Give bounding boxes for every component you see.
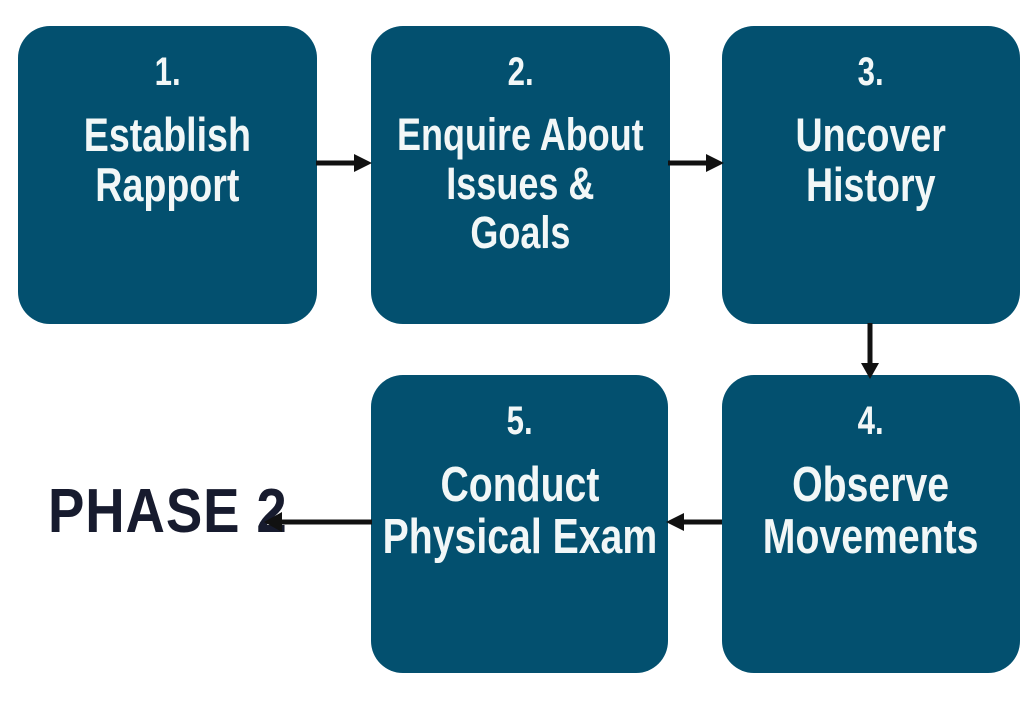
step-number-4: 4. xyxy=(857,399,885,443)
step-title-4: Observe Movements xyxy=(763,458,979,564)
arrow-step-2-to-step-3 xyxy=(666,150,726,176)
step-box-4[interactable]: 4. Observe Movements xyxy=(722,375,1020,673)
step-title-1: Establish Rapport xyxy=(83,108,252,211)
arrow-step-1-to-step-2 xyxy=(314,150,374,176)
step-box-3[interactable]: 3. Uncover History xyxy=(722,26,1020,324)
step-title-2: Enquire About Issues & Goals xyxy=(397,109,644,258)
step-box-5[interactable]: 5. Conduct Physical Exam xyxy=(371,375,668,673)
step-number-1: 1. xyxy=(154,50,181,94)
step-number-2: 2. xyxy=(507,50,534,94)
step-box-2[interactable]: 2. Enquire About Issues & Goals xyxy=(371,26,670,324)
step-number-3: 3. xyxy=(857,50,885,94)
arrow-step-5-to-phase-2 xyxy=(262,509,374,535)
step-box-1[interactable]: 1. Establish Rapport xyxy=(18,26,317,324)
step-title-3: Uncover History xyxy=(795,108,947,211)
arrow-step-3-to-step-4 xyxy=(857,321,883,381)
arrow-step-4-to-step-5 xyxy=(664,509,724,535)
step-title-5: Conduct Physical Exam xyxy=(382,458,657,564)
step-number-5: 5. xyxy=(506,399,533,443)
phase-2-label: PHASE 2 xyxy=(48,477,288,546)
